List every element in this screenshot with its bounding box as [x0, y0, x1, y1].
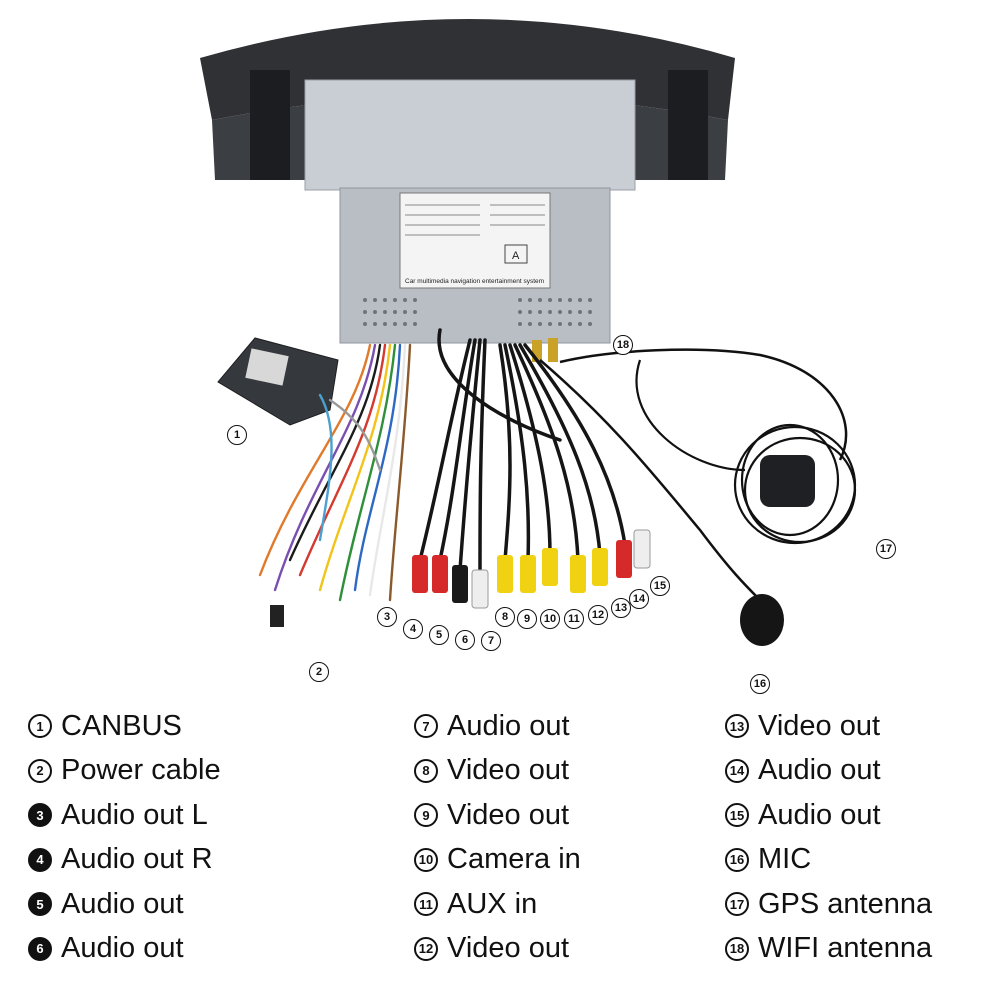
power-harness	[258, 343, 412, 602]
legend-item-1: 1 CANBUS	[28, 704, 221, 749]
legend-label: Audio out L	[61, 798, 208, 831]
label-system-text: Car multimedia navigation entertainment …	[405, 278, 544, 285]
chassis-top	[304, 79, 636, 191]
legend-number: 17	[725, 892, 749, 917]
legend-label: Camera in	[447, 843, 581, 876]
callout-3: 3	[377, 607, 397, 627]
legend-label: WIFI antenna	[758, 932, 933, 965]
legend-item-8: 8 Video out	[414, 749, 581, 794]
legend-number: 14	[725, 758, 749, 783]
callout-10: 10	[540, 609, 560, 629]
label-grid-lines	[405, 204, 545, 236]
vent-holes	[363, 298, 592, 326]
label-panel-letter: A	[512, 250, 520, 262]
callout-1: 1	[227, 425, 247, 445]
legend-label: Power cable	[61, 754, 221, 787]
callout-14: 14	[629, 589, 649, 609]
legend-label: Audio out	[61, 887, 184, 920]
rca-bundle	[418, 328, 627, 577]
mic-body	[740, 594, 784, 646]
legend-number: 2	[28, 758, 52, 783]
legend-item-16: 16 MIC	[725, 838, 932, 883]
legend-label: Audio out	[61, 932, 184, 965]
legend-number: 8	[414, 758, 438, 783]
callout-6: 6	[455, 630, 475, 650]
bezel-slot-right	[668, 70, 708, 180]
legend-label: Audio out	[447, 709, 570, 742]
legend-number: 5	[28, 892, 52, 917]
legend-item-11: 11 AUX in	[414, 882, 581, 927]
legend-number: 13	[725, 714, 749, 739]
antenna-connector-b	[548, 338, 558, 362]
legend-label: MIC	[758, 843, 812, 876]
legend-item-4: 4 Audio out R	[28, 838, 221, 883]
legend-item-17: 17 GPS antenna	[725, 882, 932, 927]
legend-number: 16	[725, 847, 749, 872]
legend-item-3: 3 Audio out L	[28, 793, 221, 838]
callout-7: 7	[481, 631, 501, 651]
legend-number: 9	[414, 803, 438, 828]
antenna-connector-a	[532, 340, 542, 362]
legend-label: Video out	[447, 798, 570, 831]
gps-antenna-puck	[760, 455, 815, 507]
legend-number: 18	[725, 936, 749, 961]
legend-number: 1	[28, 714, 52, 739]
legend-item-12: 12 Video out	[414, 927, 581, 972]
legend-number: 7	[414, 714, 438, 739]
canbus-label	[245, 348, 289, 386]
legend-number: 4	[28, 847, 52, 872]
legend-number: 10	[414, 847, 438, 872]
legend-item-13: 13 Video out	[725, 704, 932, 749]
power-plug	[270, 605, 284, 627]
legend-item-2: 2 Power cable	[28, 749, 221, 794]
callout-13: 13	[611, 598, 631, 618]
callout-18: 18	[613, 335, 633, 355]
callout-17: 17	[876, 539, 896, 559]
callout-5: 5	[429, 625, 449, 645]
legend-item-14: 14 Audio out	[725, 749, 932, 794]
callout-2: 2	[309, 662, 329, 682]
legend-number: 3	[28, 803, 52, 828]
legend-item-9: 9 Video out	[414, 793, 581, 838]
gps-coil	[635, 359, 857, 545]
legend-label: Video out	[758, 709, 881, 742]
legend-item-15: 15 Audio out	[725, 793, 932, 838]
legend-label: AUX in	[447, 887, 538, 920]
legend-label: GPS antenna	[758, 887, 933, 920]
callout-8: 8	[495, 607, 515, 627]
chassis-label	[399, 192, 551, 289]
mic-cable	[539, 359, 761, 601]
legend-label: Video out	[447, 932, 570, 965]
callout-11: 11	[564, 609, 584, 629]
legend-number: 6	[28, 936, 52, 961]
legend-number: 15	[725, 803, 749, 828]
callout-16: 16	[750, 674, 770, 694]
legend-label: Audio out	[758, 798, 881, 831]
callout-9: 9	[517, 609, 537, 629]
rca-plugs	[412, 529, 651, 609]
wifi-antenna-cable	[559, 348, 848, 461]
legend-label: Video out	[447, 754, 570, 787]
legend-number: 12	[414, 936, 438, 961]
legend-number: 11	[414, 892, 438, 917]
bezel-slot-left	[250, 70, 290, 180]
callout-12: 12	[588, 605, 608, 625]
legend-item-5: 5 Audio out	[28, 882, 221, 927]
legend-label: Audio out	[758, 754, 881, 787]
legend-item-18: 18 WIFI antenna	[725, 927, 932, 972]
label-panel-box	[504, 244, 528, 264]
callout-15: 15	[650, 576, 670, 596]
legend-item-7: 7 Audio out	[414, 704, 581, 749]
legend-label: Audio out R	[61, 843, 213, 876]
legend-label: CANBUS	[61, 709, 182, 742]
wiring-diagram: A Car multimedia navigation entertainmen…	[200, 19, 857, 646]
legend-item-6: 6 Audio out	[28, 927, 221, 972]
legend-item-10: 10 Camera in	[414, 838, 581, 883]
callout-4: 4	[403, 619, 423, 639]
